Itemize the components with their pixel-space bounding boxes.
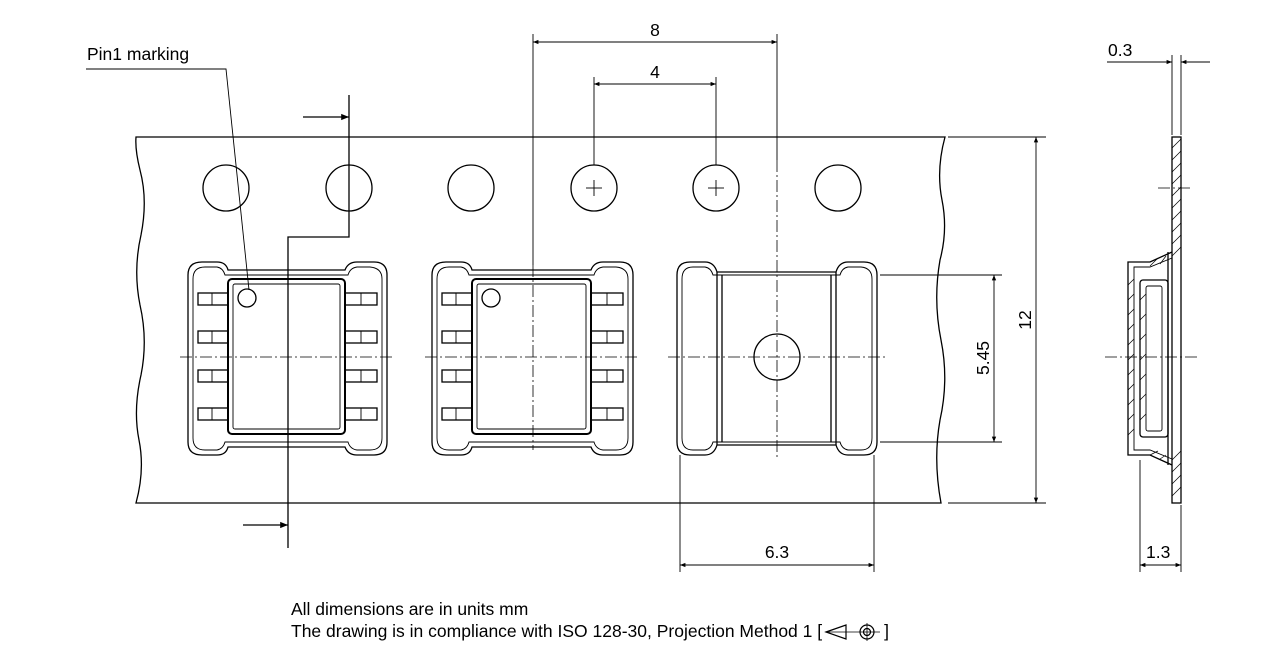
pin1-label: Pin1 marking (87, 44, 189, 64)
dimension-4: 4 (593, 62, 717, 165)
drawing-notes: All dimensions are in units mm The drawi… (291, 598, 889, 642)
dimension-1-3: 1.3 (1139, 460, 1182, 572)
dimension-0-3: 0.3 (1107, 40, 1210, 135)
carrier-tape (135, 136, 946, 504)
iso-note: The drawing is in compliance with ISO 12… (291, 620, 889, 642)
sprocket-hole (814, 164, 862, 212)
pocket-with-component-1 (187, 261, 388, 456)
dimension-5-45: 5.45 (880, 274, 1002, 443)
dim-0-3-label: 0.3 (1108, 40, 1132, 60)
center-lines (180, 160, 885, 460)
sprocket-holes (202, 164, 862, 212)
pin1-marker-circle (237, 288, 257, 308)
dimension-6-3: 6.3 (679, 455, 875, 572)
pocket-with-component-2 (431, 261, 634, 456)
dim-1-3-label: 1.3 (1146, 542, 1170, 562)
dimension-8: 8 (532, 20, 778, 265)
first-angle-projection-icon (824, 623, 881, 642)
dim-8-label: 8 (650, 20, 660, 40)
dimension-12: 12 (948, 136, 1046, 504)
dim-5-45-label: 5.45 (973, 341, 993, 375)
iso-note-suffix: ] (884, 621, 889, 641)
dim-6-3-label: 6.3 (765, 542, 789, 562)
dim-4-label: 4 (650, 62, 660, 82)
iso-note-text: The drawing is in compliance with ISO 12… (291, 621, 823, 641)
empty-pocket (676, 261, 878, 456)
side-section-view (1105, 136, 1200, 504)
section-cut-line (243, 95, 350, 548)
pin1-callout: Pin1 marking (86, 44, 250, 291)
sprocket-hole (447, 164, 495, 212)
sprocket-hole (202, 164, 250, 212)
dim-12-label: 12 (1015, 310, 1035, 329)
units-note: All dimensions are in units mm (291, 599, 529, 619)
